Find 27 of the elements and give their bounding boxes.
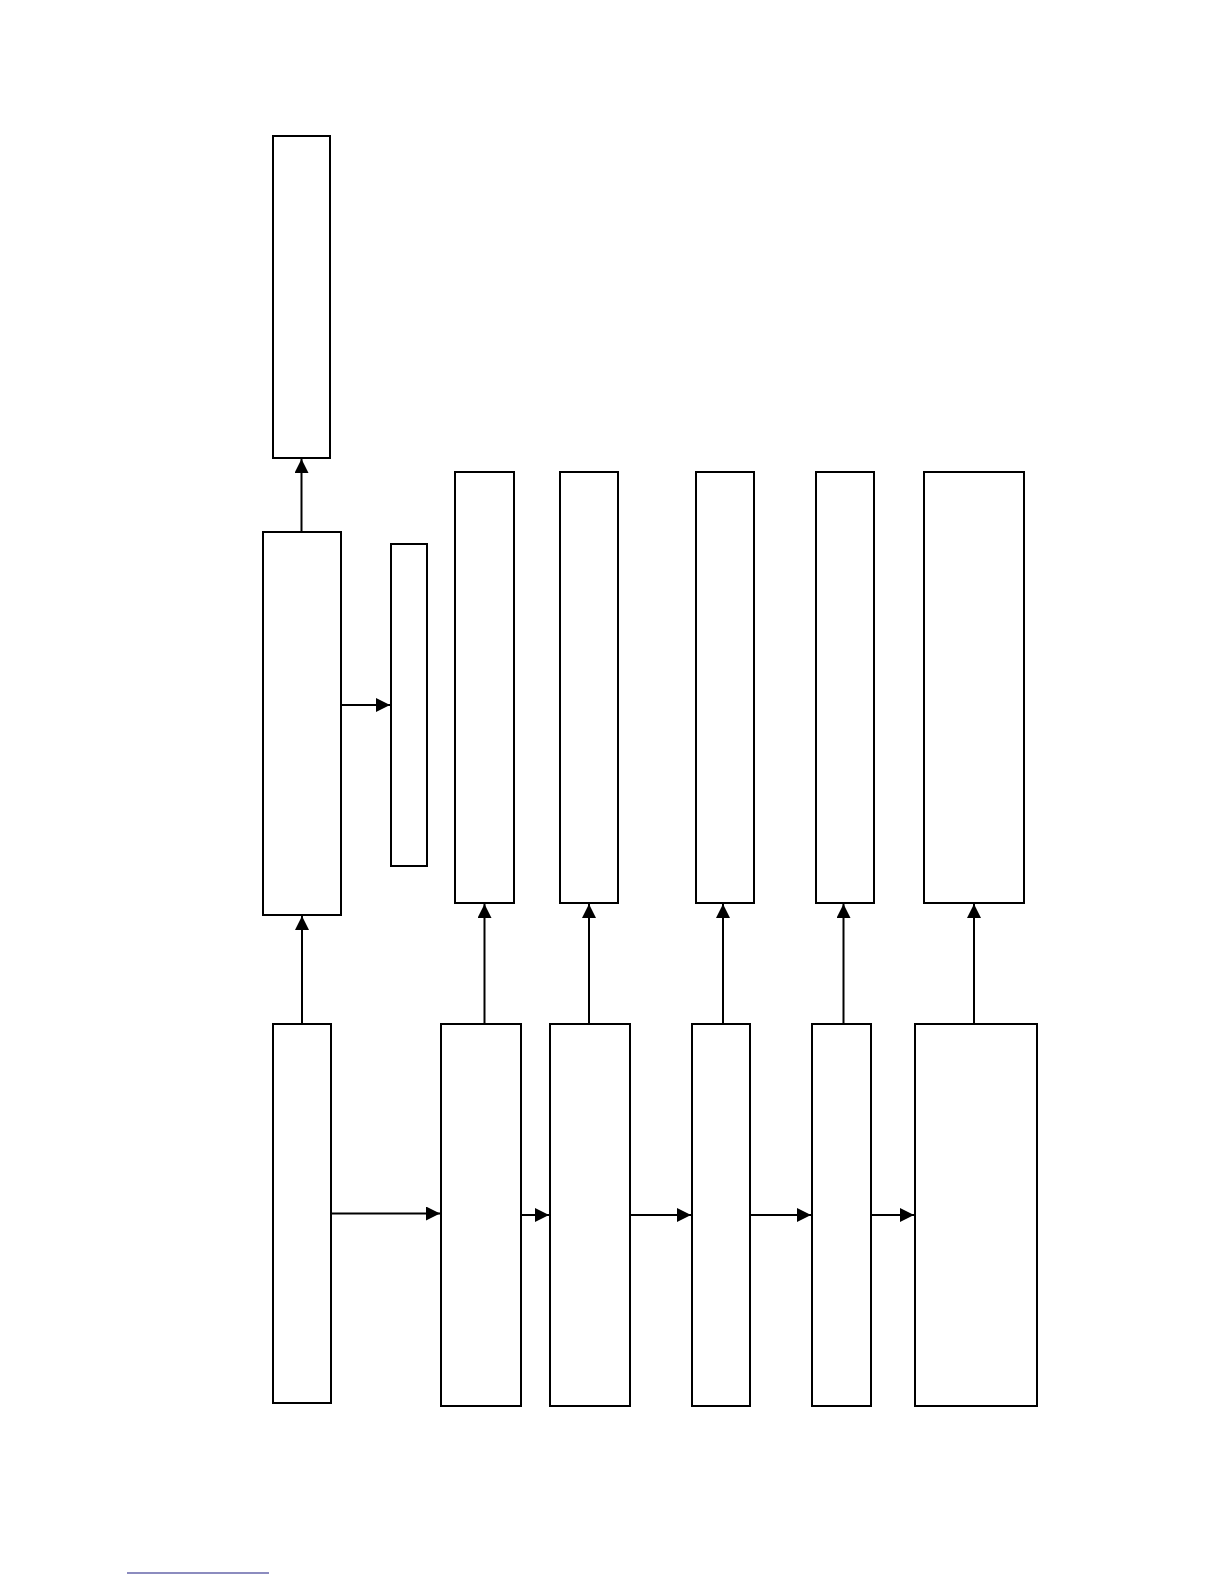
process-box	[923, 471, 1025, 904]
arrow	[294, 458, 309, 532]
arrow	[341, 698, 391, 712]
arrow	[967, 903, 981, 1024]
process-box	[691, 1023, 751, 1407]
arrow	[750, 1208, 812, 1222]
arrow	[871, 1208, 915, 1222]
process-box	[811, 1023, 872, 1407]
process-box	[272, 135, 331, 459]
process-box	[559, 471, 619, 904]
process-box	[272, 1023, 332, 1404]
process-box	[390, 543, 428, 867]
arrow	[521, 1208, 550, 1222]
arrow	[716, 903, 730, 1024]
process-box	[914, 1023, 1038, 1407]
process-box	[815, 471, 875, 904]
arrow	[295, 915, 309, 1024]
process-box	[549, 1023, 631, 1407]
process-box	[262, 531, 342, 916]
arrow	[582, 903, 596, 1024]
arrow	[630, 1208, 692, 1222]
process-box	[454, 471, 515, 904]
process-box	[695, 471, 755, 904]
arrow	[836, 903, 851, 1024]
process-box	[440, 1023, 522, 1407]
arrow	[331, 1206, 441, 1221]
arrow	[477, 903, 492, 1024]
